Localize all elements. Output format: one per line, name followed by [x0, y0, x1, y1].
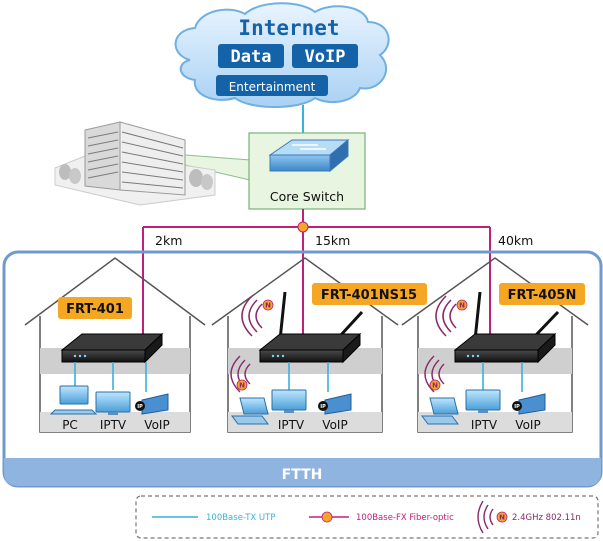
data-box: [218, 44, 284, 68]
switch-icon: [268, 138, 350, 173]
ftth-region: FTTH: [2, 250, 603, 488]
model-badge: [312, 283, 427, 305]
data-label: Data: [231, 47, 272, 67]
wifi-signal-icon: [435, 295, 457, 337]
legend-utp-label: 100Base-TX UTP: [206, 513, 275, 523]
legend-fiber-label: 100Base-FX Fiber-optic: [356, 513, 454, 523]
internet-cloud: Internet Data VoIP Entertainment: [174, 2, 390, 108]
router-icon: [60, 332, 164, 364]
pc-icon: [49, 385, 98, 415]
fiber-connector-icon: [321, 511, 333, 523]
voip-phone-icon: IP: [318, 393, 352, 415]
svg-text:IP: IP: [137, 404, 143, 410]
model-badge: [499, 283, 585, 305]
voip-phone-icon: IP: [135, 393, 169, 415]
device-label-iptv: IPTV: [100, 418, 127, 432]
wifi-n-badge-label: N: [499, 514, 505, 522]
model-badge: [58, 297, 132, 319]
device-label-pc: PC: [62, 418, 78, 432]
ftth-label: FTTH: [282, 467, 323, 483]
wifi-n-badge-label: N: [459, 302, 465, 310]
wifi-n-badge-label: N: [432, 382, 438, 390]
voip-phone-icon: IP: [512, 393, 546, 415]
office-building-icon: [54, 121, 216, 206]
svg-text:IP: IP: [514, 404, 520, 410]
model-label: FRT-401: [66, 302, 124, 317]
house-frt-401: FRT-401 IP PC IPTV VoIP: [24, 257, 206, 433]
device-label-voip: VoIP: [144, 418, 169, 432]
model-label: FRT-405N: [508, 288, 577, 303]
voip-box: [292, 44, 358, 68]
wifi-signal-icon: [477, 500, 494, 534]
wifi-n-badge-icon: [456, 299, 468, 311]
model-label: FRT-401NS15: [321, 288, 417, 303]
cloud-title: Internet: [238, 16, 339, 40]
laptop-icon: [421, 397, 459, 425]
house-frt-401ns15: N FRT-401NS15 N IP I: [211, 257, 427, 433]
iptv-icon: [465, 389, 501, 413]
entertainment-label: Entertainment: [229, 80, 316, 94]
wifi-n-badge-icon: [429, 379, 441, 391]
legend-wifi-label: 2.4GHz 802.11n: [512, 513, 581, 523]
device-label-iptv: IPTV: [471, 418, 498, 432]
distance-label-1: 2km: [155, 233, 182, 248]
wifi-n-badge-label: N: [239, 382, 245, 390]
laptop-icon: [231, 397, 269, 425]
wifi-n-badge-icon: [262, 299, 274, 311]
wifi-n-badge-label: N: [265, 302, 271, 310]
entertainment-box: [216, 75, 328, 96]
router-icon: [453, 332, 557, 364]
device-label-voip: VoIP: [322, 418, 347, 432]
legend: 100Base-TX UTP 100Base-FX Fiber-optic N …: [135, 495, 599, 539]
router-icon: [258, 332, 362, 364]
wifi-n-badge-icon: [496, 511, 508, 523]
iptv-icon: [95, 391, 131, 415]
iptv-icon: [271, 389, 307, 413]
distance-label-3: 40km: [498, 233, 533, 248]
fiber-links: [142, 209, 491, 338]
device-label-iptv: IPTV: [278, 418, 305, 432]
fiber-connector-icon: [297, 221, 309, 233]
voip-label: VoIP: [305, 47, 346, 67]
device-label-voip: VoIP: [515, 418, 540, 432]
distance-label-2: 15km: [315, 233, 350, 248]
house-frt-405n: N FRT-405N N IP IPTV VoIP: [401, 257, 589, 433]
wifi-n-badge-icon: [236, 379, 248, 391]
wifi-signal-icon: [241, 295, 263, 337]
svg-text:IP: IP: [320, 404, 326, 410]
core-switch-label: Core Switch: [270, 189, 344, 204]
